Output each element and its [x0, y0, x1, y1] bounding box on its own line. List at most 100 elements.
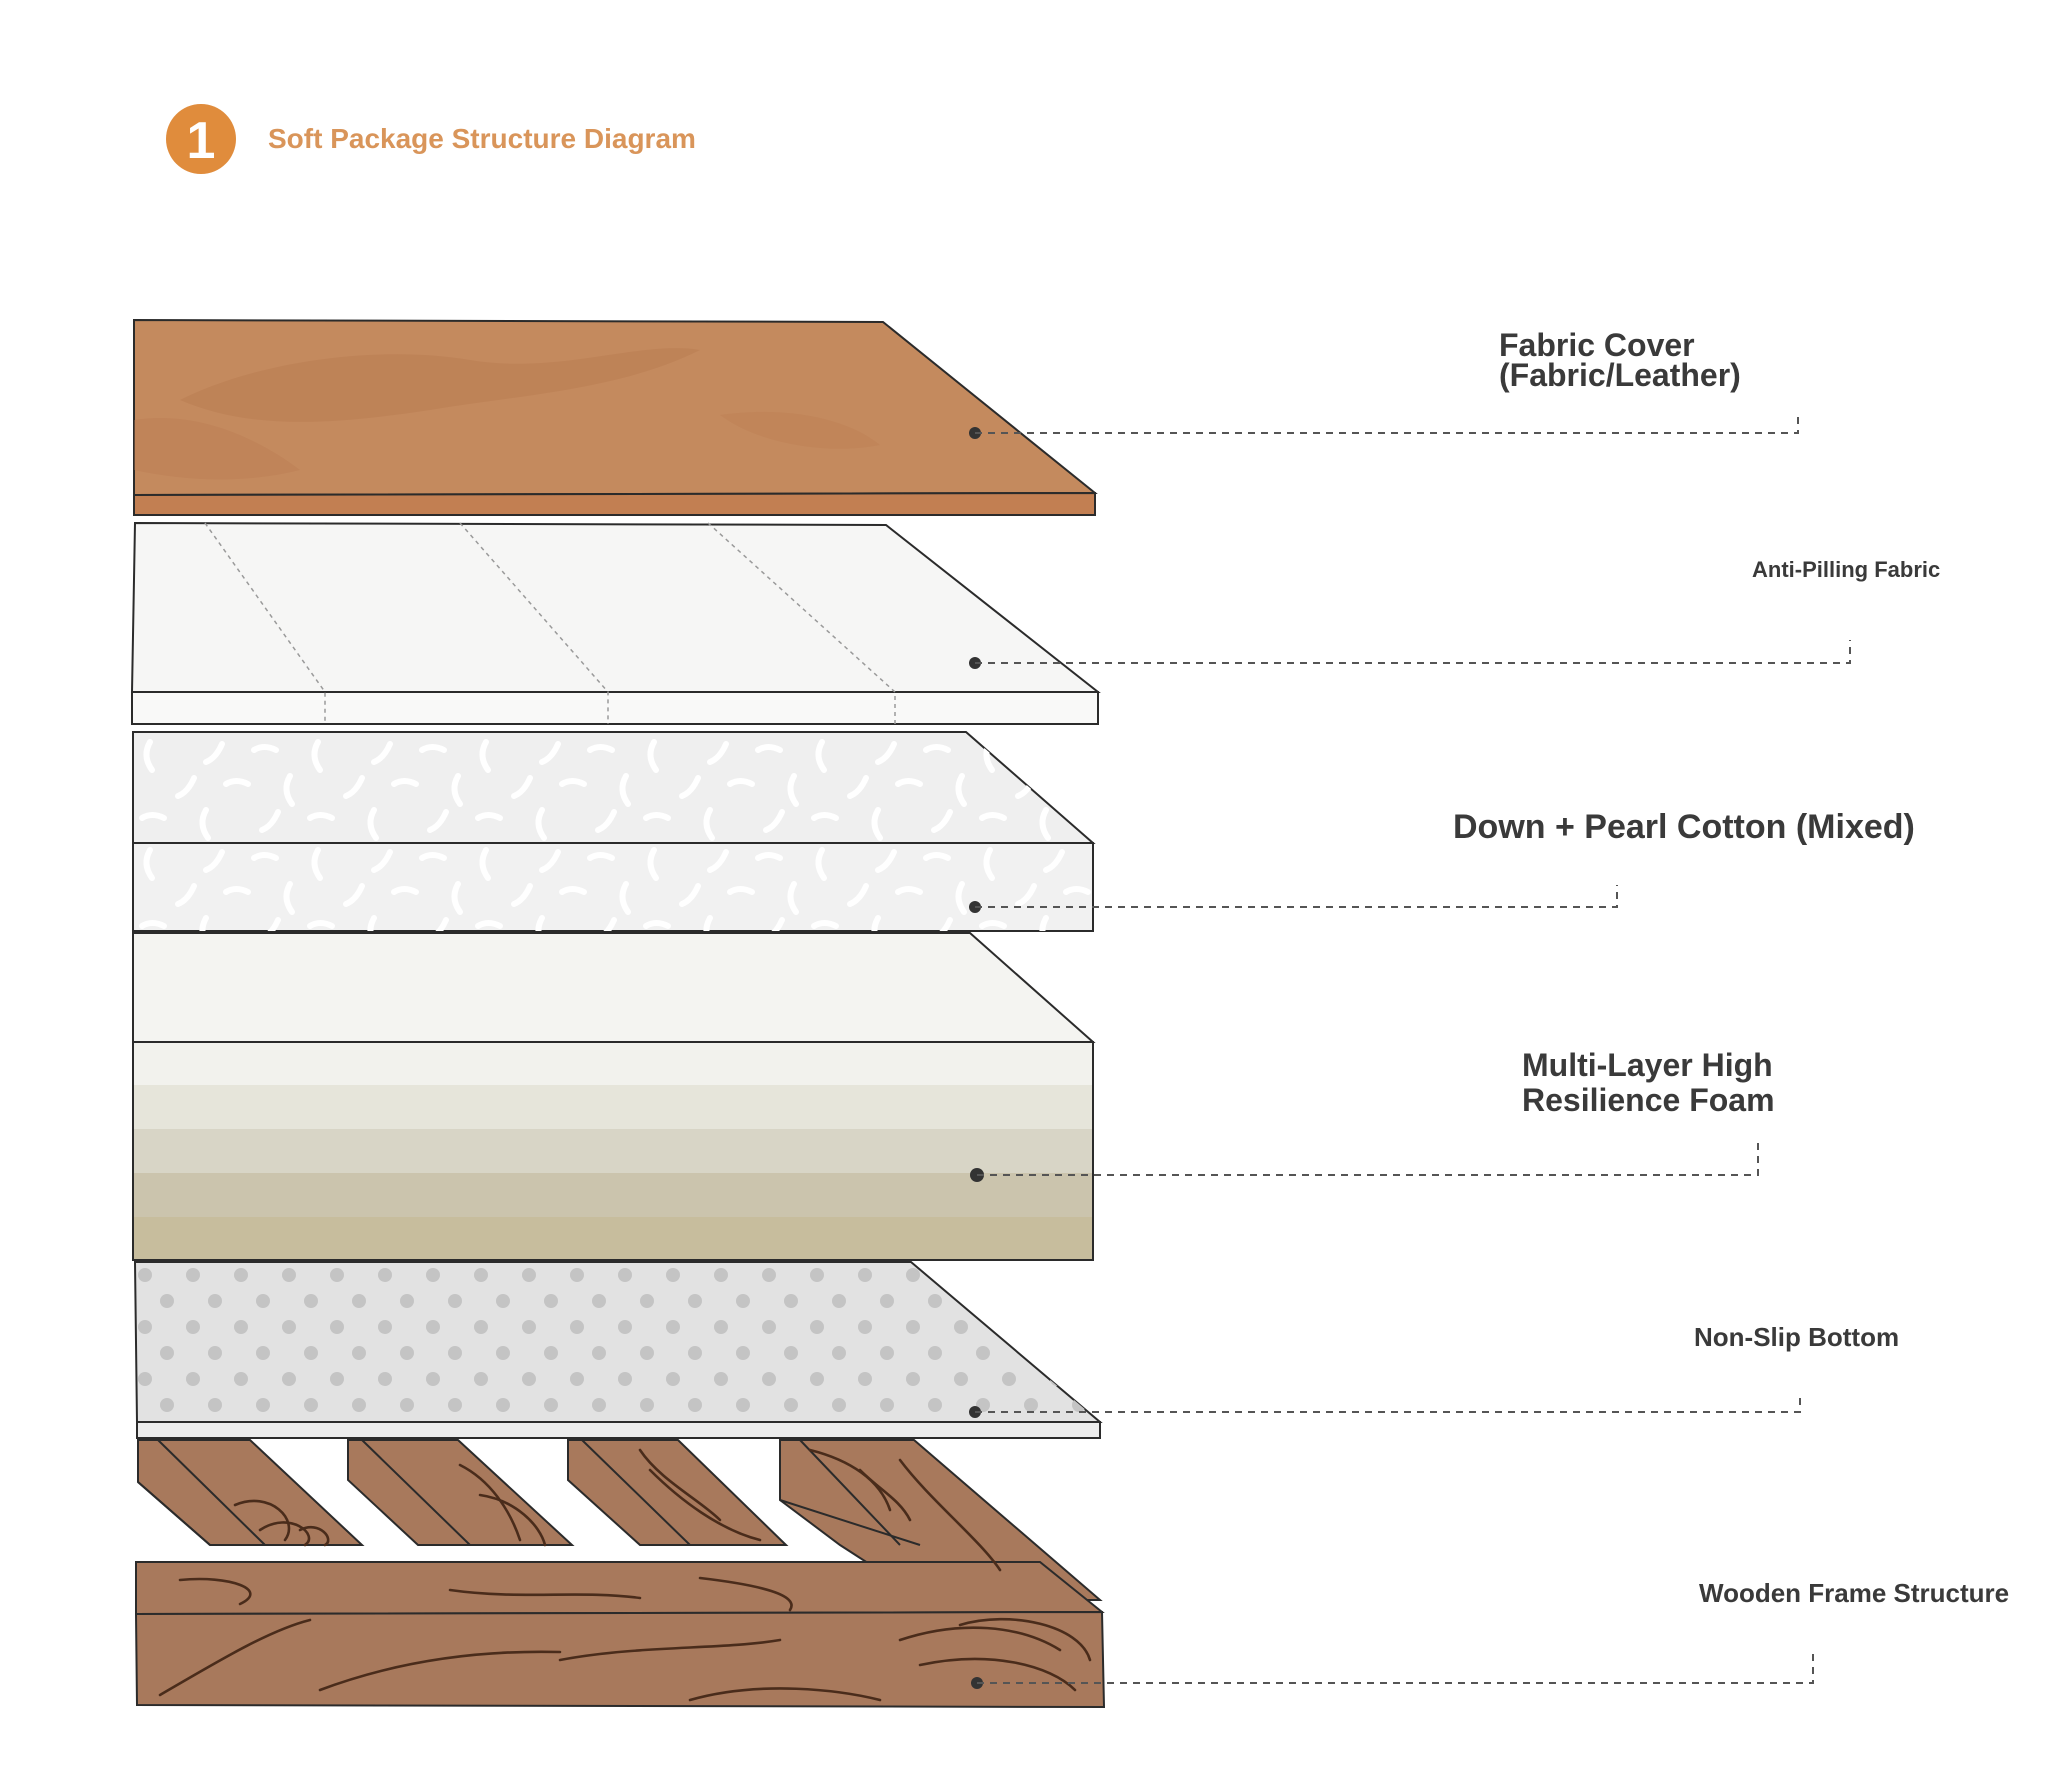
non-slip-dot — [858, 1268, 872, 1282]
down-fleck — [815, 847, 827, 881]
frame-slat-2 — [347, 1439, 575, 1546]
non-slip-dot — [592, 1398, 606, 1412]
down-fleck — [283, 773, 295, 807]
non-slip-dot — [906, 1320, 920, 1334]
non-slip-dot — [832, 1346, 846, 1360]
foam-band-4 — [133, 1173, 1093, 1217]
label-anti-pilling-line-1: Anti-Pilling Fabric — [1752, 557, 1940, 582]
down-fleck — [871, 807, 883, 841]
down-fleck — [1063, 886, 1091, 895]
non-slip-dot — [736, 1398, 750, 1412]
non-slip-dot — [688, 1398, 702, 1412]
non-slip-dot — [810, 1320, 824, 1334]
down-fleck — [679, 883, 701, 907]
frame-beam-front-face — [134, 1610, 1106, 1709]
non-slip-dot — [304, 1398, 318, 1412]
non-slip-dot — [810, 1268, 824, 1282]
non-slip-dot — [448, 1346, 462, 1360]
down-fleck — [875, 741, 897, 765]
down-fleck — [343, 883, 365, 907]
label-fabric-cover-line-1: Fabric Cover — [1499, 327, 1695, 363]
non-slip-dot — [1024, 1398, 1038, 1412]
non-slip-dot — [208, 1398, 222, 1412]
non-slip-dot — [186, 1320, 200, 1334]
non-slip-dot — [352, 1398, 366, 1412]
non-slip-dot — [496, 1398, 510, 1412]
non-slip-dot — [186, 1268, 200, 1282]
down-flecks-front — [139, 847, 1091, 931]
non-slip-dot — [784, 1398, 798, 1412]
down-fleck — [595, 809, 617, 833]
down-fleck — [539, 741, 561, 765]
down-fleck — [815, 739, 827, 773]
non-slip-dot — [714, 1268, 728, 1282]
step-number-badge — [166, 104, 236, 174]
down-fleck — [1063, 778, 1091, 787]
non-slip-dot — [688, 1346, 702, 1360]
down-fleck — [311, 739, 323, 773]
fabric-cover-texture-3 — [720, 411, 880, 449]
non-slip-dot — [1002, 1268, 1016, 1282]
down-fleck — [983, 847, 995, 881]
down-fleck — [755, 852, 783, 861]
down-fleck — [511, 883, 533, 907]
leader-lines — [969, 413, 1851, 1689]
non-slip-dots — [138, 1268, 1086, 1412]
non-slip-dot — [1050, 1320, 1064, 1334]
down-fleck — [535, 915, 545, 931]
down-fleck — [559, 778, 587, 787]
down-fleck — [643, 920, 671, 929]
leader-non-slip — [975, 1395, 1801, 1413]
down-fleck — [427, 809, 449, 833]
non-slip-dot — [544, 1346, 558, 1360]
non-slip-dot — [160, 1346, 174, 1360]
label-foam-line-2: Resilience Foam — [1522, 1082, 1775, 1118]
non-slip-dot — [522, 1372, 536, 1386]
foam-band-1 — [133, 1042, 1093, 1085]
non-slip-dot — [592, 1346, 606, 1360]
down-fleck — [679, 775, 701, 799]
non-slip-dot — [832, 1398, 846, 1412]
non-slip-top-face — [133, 1261, 1103, 1423]
down-fleck — [475, 812, 503, 821]
down-fleck — [539, 849, 561, 873]
non-slip-dot — [426, 1320, 440, 1334]
non-slip-front-face — [136, 1421, 1101, 1439]
non-slip-dot — [256, 1294, 270, 1308]
non-slip-dot — [160, 1398, 174, 1412]
leader-wooden-frame — [977, 1648, 1814, 1684]
non-slip-dot — [736, 1346, 750, 1360]
down-fleck — [847, 883, 869, 907]
down-fleck — [283, 881, 295, 915]
down-fleck — [979, 920, 1007, 929]
down-fleck — [871, 915, 881, 931]
down-fleck — [923, 744, 951, 753]
non-slip-dot — [522, 1320, 536, 1334]
non-slip-dot — [570, 1320, 584, 1334]
down-fleck — [895, 778, 923, 787]
layer-labels: Fabric Cover (Fabric/Leather) Anti-Pilli… — [1453, 327, 2009, 1608]
down-fleck — [175, 883, 197, 907]
down-fleck — [475, 920, 503, 929]
down-flecks-top — [139, 739, 1091, 841]
down-fleck — [199, 915, 209, 931]
down-fleck — [703, 807, 715, 841]
label-down-pearl-cotton: Down + Pearl Cotton (Mixed) — [1453, 808, 1915, 846]
label-wooden-frame-line-1: Wooden Frame Structure — [1699, 1578, 2009, 1608]
non-slip-dot — [880, 1294, 894, 1308]
leader-fabric-cover — [975, 413, 1799, 434]
down-fleck — [259, 809, 281, 833]
label-foam-line-1: Multi-Layer High — [1522, 1047, 1773, 1083]
non-slip-dot — [400, 1294, 414, 1308]
down-fleck — [343, 775, 365, 799]
down-fleck — [251, 852, 279, 861]
down-fleck — [139, 920, 167, 929]
non-slip-dot — [810, 1372, 824, 1386]
down-fleck — [479, 847, 491, 881]
layer-anti-pilling-fabric — [130, 521, 1101, 725]
down-fleck — [1039, 915, 1049, 931]
non-slip-dot — [570, 1372, 584, 1386]
down-fleck — [367, 807, 379, 841]
non-slip-dot — [640, 1346, 654, 1360]
